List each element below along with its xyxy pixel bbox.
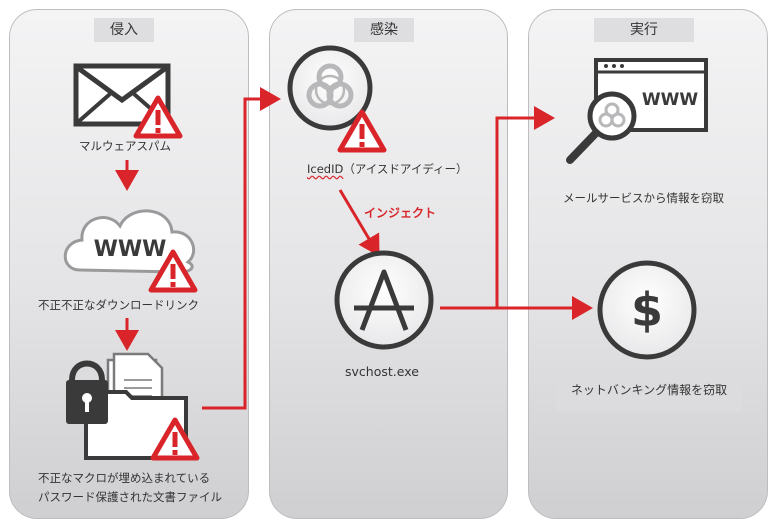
envelope-icon: [73, 63, 171, 127]
svchost-icon: [334, 250, 434, 350]
intrusion-header: 侵入: [94, 18, 154, 42]
arrow-svchost-to-mail: [495, 106, 555, 308]
warning-icon: [133, 95, 183, 139]
arrow-icedid-to-svchost: [338, 189, 380, 257]
warning-icon: [148, 249, 198, 293]
icedid-reading: （アイスドアイディー）: [343, 162, 468, 176]
icedid-name: IcedID: [307, 162, 344, 176]
svchost-label: svchost.exe: [345, 364, 419, 379]
malware-spam-label: マルウェアスパム: [79, 139, 171, 153]
cloud-www-icon: WWW: [63, 209, 195, 274]
infection-header: 感染: [354, 18, 414, 42]
execution-header: 実行: [594, 18, 694, 42]
macro-doc-label-line1: 不正なマクロが埋め込まれている: [38, 471, 211, 485]
download-link-label: 不正不正なダウンロードリンク: [38, 298, 199, 312]
flow-arrows: [115, 87, 593, 410]
mail-steal-label: メールサービスから情報を窃取: [563, 191, 724, 205]
svg-text:$: $: [631, 283, 663, 337]
inject-label: インジェクト: [364, 206, 437, 220]
bank-steal-label: ネットバンキング情報を窃取: [556, 369, 742, 411]
macro-doc-label-line2: パスワード保護された文書ファイル: [38, 490, 222, 504]
browser-magnifier-icon: WWW: [566, 58, 708, 164]
svg-text:WWW: WWW: [94, 237, 167, 262]
biohazard-icon: [287, 45, 373, 131]
warning-icon: [337, 109, 387, 153]
arrow-doc-to-icedid: [202, 87, 281, 410]
locked-document-icon: [66, 352, 188, 460]
warning-icon: [150, 417, 200, 461]
svg-text:WWW: WWW: [642, 90, 699, 110]
icedid-label: IcedID（アイスドアイディー）: [307, 161, 468, 177]
dollar-icon: $: [597, 260, 697, 360]
